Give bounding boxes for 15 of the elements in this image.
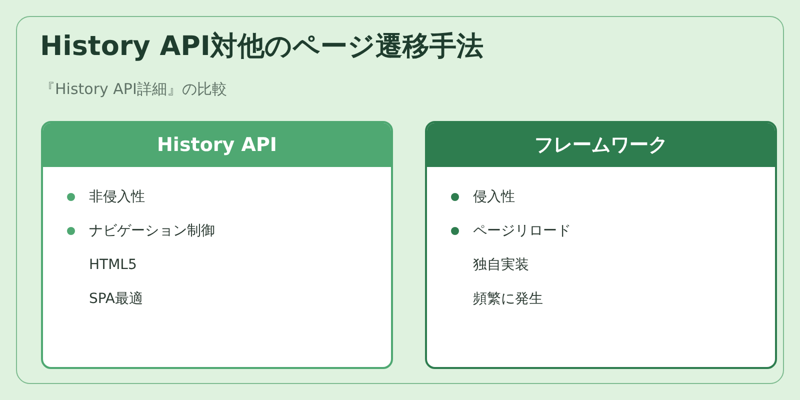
list-item: 頻繁に発生 (473, 290, 543, 309)
list-item: HTML5 (89, 256, 137, 275)
card-header: フレームワーク (427, 123, 775, 167)
list-item: ページリロード (473, 222, 571, 241)
list-item: ナビゲーション制御 (89, 222, 215, 241)
card (41, 121, 393, 369)
subheading: 『History API詳細』の比較 (40, 79, 227, 99)
list-item: 非侵入性 (89, 188, 145, 207)
list-item: 侵入性 (473, 188, 515, 207)
heading: History API対他のページ遷移手法 (40, 30, 484, 64)
card (425, 121, 777, 369)
panel (16, 16, 784, 384)
list-item: 独自実装 (473, 256, 529, 275)
card-header: History API (43, 123, 391, 167)
list-item: SPA最適 (89, 290, 144, 309)
